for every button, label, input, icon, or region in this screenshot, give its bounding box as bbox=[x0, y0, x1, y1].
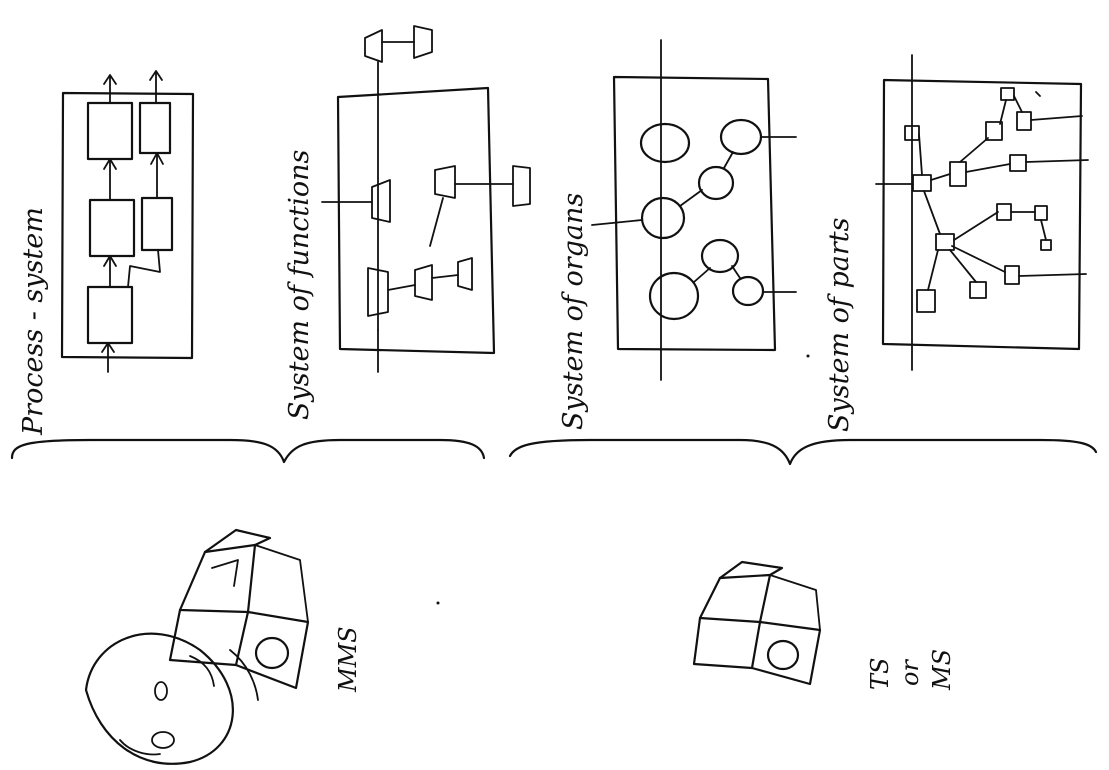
organ-node bbox=[642, 198, 684, 238]
part-node bbox=[1035, 206, 1047, 220]
organ-link bbox=[694, 268, 710, 282]
part-node bbox=[950, 162, 966, 186]
label-ms: MS bbox=[928, 649, 956, 691]
part-node bbox=[913, 175, 931, 191]
organ-link bbox=[724, 152, 733, 168]
function-block bbox=[513, 166, 530, 206]
function-block bbox=[415, 265, 432, 300]
organ-node bbox=[733, 277, 763, 305]
part-link bbox=[954, 212, 998, 240]
function-link bbox=[432, 275, 458, 278]
label-ts: TS bbox=[866, 658, 894, 690]
function-block bbox=[372, 180, 390, 222]
part-link bbox=[1026, 160, 1088, 162]
organ-link bbox=[680, 190, 702, 206]
part-link bbox=[952, 246, 1005, 272]
machine-bottom bbox=[694, 618, 752, 668]
right-grouping-brace bbox=[510, 440, 1096, 464]
human-eye bbox=[155, 682, 167, 700]
machine-face bbox=[700, 575, 770, 622]
process-step-box bbox=[90, 200, 134, 256]
part-node bbox=[936, 234, 954, 250]
label-or: or bbox=[896, 659, 924, 686]
machine-detail bbox=[212, 560, 238, 586]
part-link bbox=[1041, 220, 1046, 240]
machine-side bbox=[255, 545, 308, 622]
part-link bbox=[919, 134, 922, 175]
speech-mark bbox=[230, 650, 258, 700]
process-step-box bbox=[88, 287, 132, 343]
label-process-system: Process - system bbox=[18, 207, 49, 436]
human-mouth bbox=[120, 740, 160, 754]
part-node bbox=[1010, 155, 1026, 171]
part-link bbox=[931, 174, 950, 180]
part-node bbox=[970, 282, 986, 298]
system-of-parts-diagram bbox=[876, 55, 1088, 370]
machine-bottom bbox=[170, 610, 236, 665]
system-of-functions-diagram bbox=[322, 26, 530, 372]
label-system-of-organs: System of organs bbox=[558, 193, 589, 430]
machine-knob bbox=[768, 641, 798, 669]
label-mms: MMS bbox=[334, 626, 362, 693]
part-node bbox=[1017, 112, 1031, 130]
part-node bbox=[1005, 266, 1019, 284]
stray-dot bbox=[437, 602, 440, 605]
part-link bbox=[1019, 274, 1086, 276]
process-step-box bbox=[142, 198, 172, 250]
machine-front bbox=[236, 612, 308, 688]
organ-link bbox=[732, 266, 740, 278]
label-system-of-functions: System of functions bbox=[284, 150, 315, 420]
organ-node bbox=[699, 167, 733, 199]
part-link bbox=[1000, 100, 1006, 124]
function-link bbox=[430, 198, 443, 246]
human-eye bbox=[152, 732, 174, 748]
function-block bbox=[365, 30, 382, 62]
function-link bbox=[388, 285, 415, 290]
machine-knob bbox=[256, 638, 288, 668]
machine-top bbox=[205, 530, 270, 552]
process-system-frame bbox=[62, 93, 193, 358]
part-link bbox=[1014, 96, 1022, 112]
process-system-diagram bbox=[62, 71, 193, 372]
part-link bbox=[950, 250, 976, 282]
process-step-box bbox=[140, 103, 170, 153]
part-link bbox=[1031, 116, 1082, 120]
system-of-organs-diagram bbox=[592, 40, 796, 380]
functions-frame bbox=[338, 88, 494, 353]
machine-face bbox=[180, 545, 255, 612]
machine-box-illustration-ts bbox=[694, 562, 820, 684]
organ-node bbox=[650, 273, 698, 319]
part-node bbox=[1041, 240, 1051, 250]
machine-box-illustration-mms bbox=[170, 530, 308, 688]
part-node bbox=[1001, 88, 1014, 100]
organ-node bbox=[721, 120, 761, 154]
function-block bbox=[435, 166, 455, 198]
part-link bbox=[928, 250, 938, 290]
function-block bbox=[414, 26, 432, 58]
left-grouping-brace bbox=[12, 440, 484, 462]
part-link bbox=[966, 164, 1010, 172]
function-block bbox=[458, 258, 472, 290]
stray-dot bbox=[807, 355, 810, 358]
machine-front bbox=[752, 622, 820, 684]
machine-side bbox=[770, 575, 820, 630]
label-system-of-parts: System of parts bbox=[824, 218, 855, 432]
part-link bbox=[924, 191, 940, 234]
part-node bbox=[997, 204, 1011, 220]
process-step-box bbox=[88, 103, 132, 159]
part-node bbox=[917, 290, 935, 312]
organ-node bbox=[641, 124, 689, 162]
part-link bbox=[1036, 92, 1040, 96]
part-link bbox=[960, 138, 988, 162]
